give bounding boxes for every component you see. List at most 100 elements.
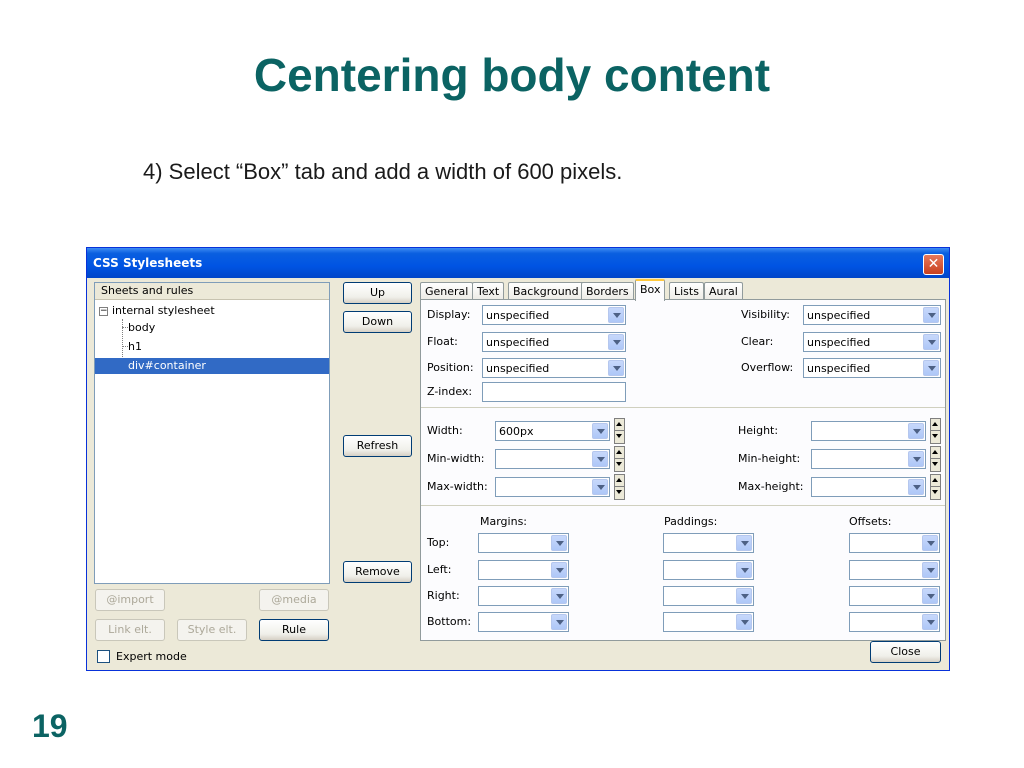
chevron-down-icon[interactable] [922,535,938,551]
tree-item-internal-stylesheet[interactable]: − internal stylesheet [95,303,329,319]
tree-item-body[interactable]: body [128,320,155,336]
spinner-up-icon[interactable] [931,447,940,459]
padding-top-select[interactable] [663,533,754,553]
spinner-up-icon[interactable] [931,475,940,487]
media-button[interactable]: @media [259,589,329,611]
position-select[interactable]: unspecified [482,358,626,378]
tab-borders[interactable]: Borders [581,282,634,300]
chevron-down-icon[interactable] [922,614,938,630]
margin-bottom-select[interactable] [478,612,569,632]
margin-top-select[interactable] [478,533,569,553]
chevron-down-icon[interactable] [551,562,567,578]
expert-mode-checkbox[interactable] [97,650,110,663]
min-height-select[interactable] [811,449,926,469]
padding-right-select[interactable] [663,586,754,606]
height-select[interactable] [811,421,926,441]
overflow-select[interactable]: unspecified [803,358,941,378]
offsets-header: Offsets: [849,515,892,528]
tab-aural[interactable]: Aural [704,282,743,300]
float-select[interactable]: unspecified [482,332,626,352]
zindex-input[interactable] [482,382,626,402]
chevron-down-icon[interactable] [736,588,752,604]
tab-lists[interactable]: Lists [669,282,704,300]
chevron-down-icon[interactable] [736,562,752,578]
clear-select[interactable]: unspecified [803,332,941,352]
chevron-down-icon[interactable] [736,535,752,551]
tab-box[interactable]: Box [635,279,666,301]
height-spinner[interactable] [930,418,941,444]
tab-general[interactable]: General [420,282,474,300]
min-width-select[interactable] [495,449,610,469]
chevron-down-icon[interactable] [908,423,924,439]
chevron-down-icon[interactable] [908,479,924,495]
visibility-select[interactable]: unspecified [803,305,941,325]
remove-button[interactable]: Remove [343,561,412,583]
collapse-icon[interactable]: − [99,306,108,316]
sheets-rules-tree[interactable]: Sheets and rules − internal stylesheet b… [94,282,330,584]
chevron-down-icon[interactable] [923,360,939,376]
offset-bottom-select[interactable] [849,612,940,632]
spinner-down-icon[interactable] [615,459,624,471]
min-height-label: Min-height: [738,452,801,465]
spinner-up-icon[interactable] [615,447,624,459]
link-elt-button[interactable]: Link elt. [95,619,165,641]
tab-background[interactable]: Background [508,282,584,300]
tree-item-h1[interactable]: h1 [128,339,142,355]
chevron-down-icon[interactable] [592,451,608,467]
max-height-select[interactable] [811,477,926,497]
offset-top-select[interactable] [849,533,940,553]
min-width-spinner[interactable] [614,446,625,472]
chevron-down-icon[interactable] [551,614,567,630]
rule-button[interactable]: Rule [259,619,329,641]
chevron-down-icon[interactable] [592,479,608,495]
spinner-down-icon[interactable] [931,431,940,443]
display-select[interactable]: unspecified [482,305,626,325]
margin-right-select[interactable] [478,586,569,606]
refresh-button[interactable]: Refresh [343,435,412,457]
width-select[interactable]: 600px [495,421,610,441]
min-height-spinner[interactable] [930,446,941,472]
max-width-select[interactable] [495,477,610,497]
spinner-down-icon[interactable] [931,459,940,471]
offset-right-select[interactable] [849,586,940,606]
padding-left-select[interactable] [663,560,754,580]
tab-text[interactable]: Text [472,282,505,300]
chevron-down-icon[interactable] [922,562,938,578]
down-button[interactable]: Down [343,311,412,333]
dialog-titlebar[interactable]: CSS Stylesheets ✕ [87,248,949,278]
paddings-header: Paddings: [664,515,718,528]
spinner-down-icon[interactable] [615,487,624,499]
chevron-down-icon[interactable] [908,451,924,467]
tree-item-label: h1 [128,340,142,353]
chevron-down-icon[interactable] [608,360,624,376]
padding-bottom-select[interactable] [663,612,754,632]
chevron-down-icon[interactable] [736,614,752,630]
style-elt-button[interactable]: Style elt. [177,619,247,641]
spinner-down-icon[interactable] [615,431,624,443]
offset-left-select[interactable] [849,560,940,580]
max-width-spinner[interactable] [614,474,625,500]
chevron-down-icon[interactable] [608,307,624,323]
spinner-up-icon[interactable] [615,419,624,431]
spinner-up-icon[interactable] [615,475,624,487]
chevron-down-icon[interactable] [922,588,938,604]
chevron-down-icon[interactable] [551,588,567,604]
spinner-down-icon[interactable] [931,487,940,499]
chevron-down-icon[interactable] [923,334,939,350]
overflow-label: Overflow: [741,361,794,374]
chevron-down-icon[interactable] [592,423,608,439]
close-icon[interactable]: ✕ [923,254,944,275]
width-spinner[interactable] [614,418,625,444]
left-label: Left: [427,563,452,576]
tree-header[interactable]: Sheets and rules [95,283,329,300]
chevron-down-icon[interactable] [551,535,567,551]
spinner-up-icon[interactable] [931,419,940,431]
chevron-down-icon[interactable] [923,307,939,323]
up-button[interactable]: Up [343,282,412,304]
margin-left-select[interactable] [478,560,569,580]
max-height-spinner[interactable] [930,474,941,500]
import-button[interactable]: @import [95,589,165,611]
tree-item-div-container[interactable]: div#container [95,358,329,374]
chevron-down-icon[interactable] [608,334,624,350]
close-button[interactable]: Close [870,641,941,663]
